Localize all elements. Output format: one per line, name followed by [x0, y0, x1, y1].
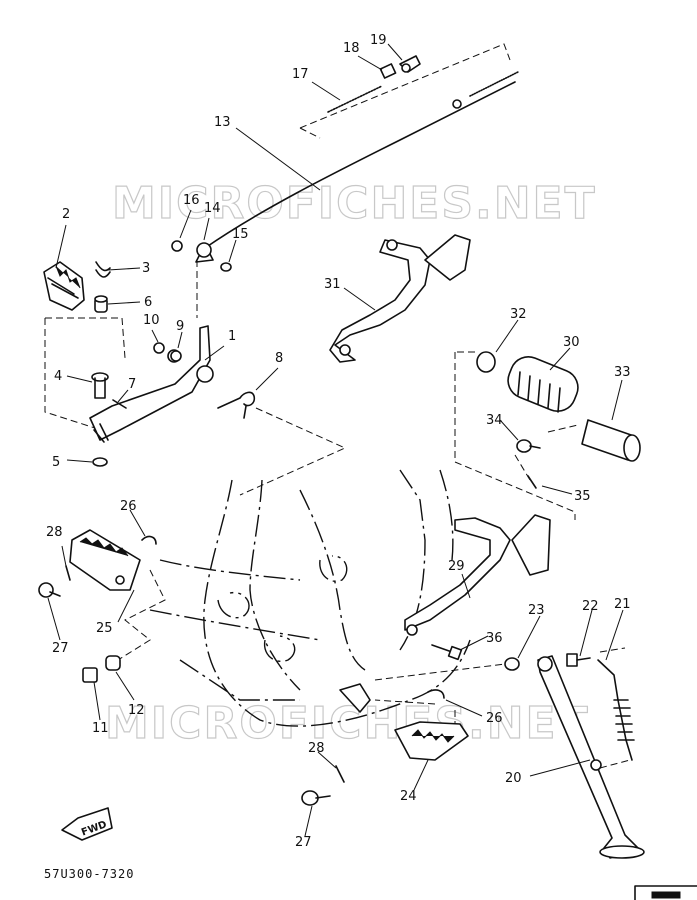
bolt-22	[566, 653, 591, 667]
callout-28-lower: 28	[308, 741, 325, 756]
collar	[94, 295, 108, 313]
return-spring	[217, 391, 256, 419]
callout-36: 36	[486, 631, 503, 646]
callout-27-lower: 27	[295, 835, 312, 850]
forward-arrow: FWD	[61, 807, 113, 841]
callout-19: 19	[370, 33, 387, 48]
callout-1: 1	[228, 329, 236, 344]
left-footrest	[69, 529, 141, 591]
nut-23	[504, 657, 520, 671]
callout-12: 12	[128, 703, 145, 718]
washer-5	[92, 457, 108, 467]
callout-30: 30	[563, 335, 580, 350]
brake-rod	[195, 71, 519, 263]
callout-3: 3	[142, 261, 150, 276]
bolt-11	[82, 667, 98, 683]
page-corner-marker	[634, 885, 697, 900]
footrest-pin-lower	[301, 790, 331, 806]
footrest-bar	[581, 419, 641, 462]
washer-9	[170, 350, 182, 362]
cotter-pin-7	[112, 399, 127, 409]
callout-35: 35	[574, 489, 591, 504]
callout-8: 8	[275, 351, 283, 366]
callout-21: 21	[614, 597, 631, 612]
callout-26-upper: 26	[120, 499, 137, 514]
callout-11: 11	[92, 721, 109, 736]
sidestand-spring	[597, 659, 635, 761]
nut-12	[105, 655, 121, 671]
pedal-pin	[91, 372, 109, 399]
washer-15	[220, 262, 232, 272]
cotter-28-upper	[65, 565, 71, 581]
footrest-bracket-lower	[404, 514, 551, 636]
callout-33: 33	[614, 365, 631, 380]
watermark-bottom: MICROFICHES.NET	[105, 698, 590, 749]
frame-outline	[149, 469, 471, 727]
callout-4: 4	[54, 369, 62, 384]
callout-29: 29	[448, 559, 465, 574]
callout-15: 15	[232, 227, 249, 242]
callout-26-lower: 26	[486, 711, 503, 726]
callout-17: 17	[292, 67, 309, 82]
callout-25: 25	[96, 621, 113, 636]
callout-5: 5	[52, 455, 60, 470]
bar-bolt	[516, 439, 541, 453]
callout-27-upper: 27	[52, 641, 69, 656]
wing-nut	[399, 55, 421, 73]
callout-23: 23	[528, 603, 545, 618]
callout-22: 22	[582, 599, 599, 614]
callout-labels: 1 2 3 4 5 6 7 8 9 10 11 12 13 14 15 16 1…	[46, 33, 631, 850]
rod-spring	[327, 85, 383, 113]
callout-6: 6	[144, 295, 152, 310]
diagram-code: 57U300-7320	[44, 867, 134, 881]
circlip-10	[153, 342, 165, 354]
callout-20: 20	[505, 771, 522, 786]
callout-18: 18	[343, 41, 360, 56]
bolt-36	[431, 644, 463, 661]
brake-pedal	[89, 325, 214, 443]
callout-31: 31	[324, 277, 341, 292]
callout-14: 14	[204, 201, 221, 216]
callout-9: 9	[176, 319, 184, 334]
right-footrest	[339, 683, 469, 761]
footrest-grip	[507, 356, 579, 413]
pedal-tip	[43, 261, 85, 311]
washer-32	[476, 351, 496, 373]
callout-32: 32	[510, 307, 527, 322]
watermark-top: MICROFICHES.NET	[112, 178, 597, 229]
cotter-28-lower	[335, 765, 345, 783]
callout-28-upper: 28	[46, 525, 63, 540]
callout-7: 7	[128, 377, 136, 392]
callout-34: 34	[486, 413, 503, 428]
rod-nut	[379, 63, 397, 79]
callout-13: 13	[214, 115, 231, 130]
pin-35	[527, 475, 537, 489]
assembly-leaders	[44, 43, 631, 769]
rear-footrest-bracket	[329, 234, 471, 363]
callout-leaders	[47, 43, 624, 837]
clevis-pin	[171, 240, 183, 252]
callout-24: 24	[400, 789, 417, 804]
callout-16: 16	[183, 193, 200, 208]
callout-2: 2	[62, 207, 70, 222]
footrest-spring-lower	[427, 689, 445, 699]
sidestand	[537, 655, 645, 859]
callout-10: 10	[143, 313, 160, 328]
pedal-spring	[95, 261, 111, 278]
footrest-pin-upper	[38, 582, 61, 598]
footrest-spring-upper	[141, 535, 157, 545]
